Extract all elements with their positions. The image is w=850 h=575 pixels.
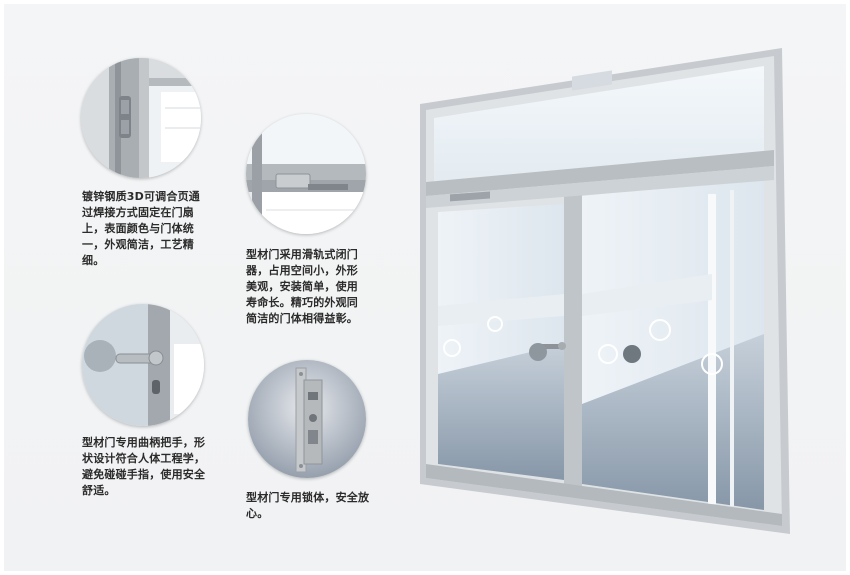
door-closer-closeup-image [246, 114, 366, 234]
door-closer-caption: 型材门采用滑轨式闭门器，占用空间小，外形美观，安装简单，使用寿命长。精巧的外观同… [246, 248, 358, 325]
hinge-closeup-image [81, 58, 201, 178]
lock-body-closeup-image [248, 360, 366, 478]
lever-handle-caption: 型材门专用曲柄把手，形状设计符合人体工程学，避免碰碰手指，使用安全舒适。 [82, 436, 206, 497]
aluminum-glass-double-door-image [412, 44, 792, 538]
hinge-caption: 镀锌钢质3D可调合页通过焊接方式固定在门扇上，表面颜色与门体统一，外观简洁，工艺… [82, 190, 200, 267]
lock-body-caption: 型材门专用锁体，安全放心。 [246, 491, 370, 520]
lever-handle-closeup-image [82, 304, 204, 426]
